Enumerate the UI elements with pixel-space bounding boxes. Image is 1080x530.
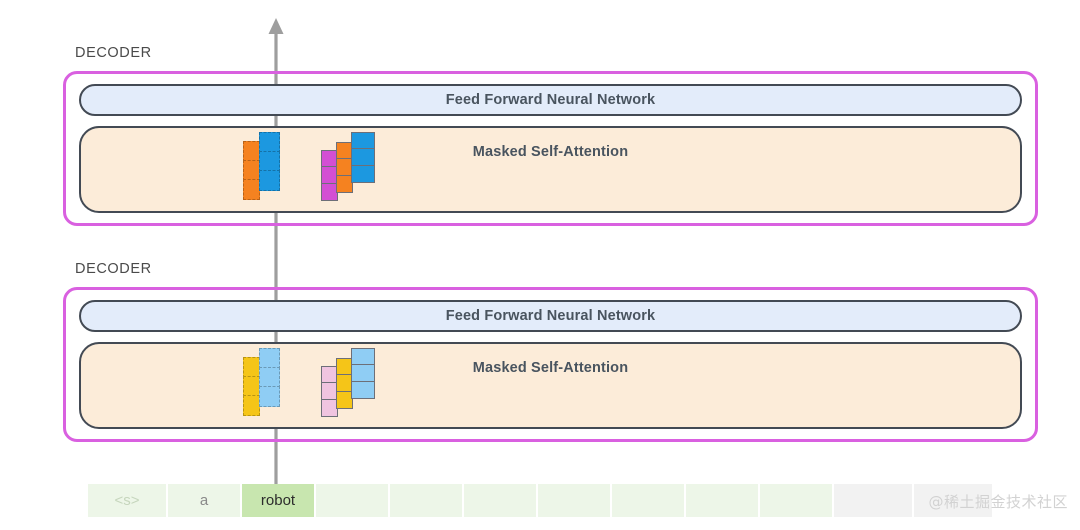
feed-forward-neural-network-2[interactable]: Feed Forward Neural Network bbox=[79, 300, 1022, 332]
blue-vector bbox=[259, 132, 280, 194]
orange-vector-segment bbox=[243, 179, 260, 200]
blue-vector-segment bbox=[351, 148, 375, 167]
token-cell-empty-10[interactable] bbox=[834, 484, 912, 517]
decoder-caption-1: DECODER bbox=[75, 45, 152, 61]
feed-forward-neural-network-1[interactable]: Feed Forward Neural Network bbox=[79, 84, 1022, 116]
light-blue-vector-segment bbox=[351, 380, 375, 399]
token-cell-empty-6[interactable] bbox=[538, 484, 610, 517]
token-cell-empty-3[interactable] bbox=[316, 484, 388, 517]
token-cell-empty-5[interactable] bbox=[464, 484, 536, 517]
attention-label-2: Masked Self-Attention bbox=[472, 360, 629, 376]
token-cell-empty-9[interactable] bbox=[760, 484, 832, 517]
masked-self-attention-1[interactable]: Masked Self-Attention bbox=[79, 126, 1022, 213]
decoder-caption-2: DECODER bbox=[75, 261, 152, 277]
light-blue-vector bbox=[351, 348, 375, 402]
decoder-block-2: DECODER Feed Forward Neural Network Mask… bbox=[63, 260, 1038, 442]
ffnn-label-2: Feed Forward Neural Network bbox=[445, 308, 656, 324]
blue-vector-segment bbox=[259, 151, 280, 172]
yellow-vector-segment bbox=[243, 357, 260, 378]
decoder-block-1: DECODER Feed Forward Neural Network Mask… bbox=[63, 44, 1038, 226]
token-cell-empty-7[interactable] bbox=[612, 484, 684, 517]
light-blue-vector-segment bbox=[351, 364, 375, 383]
yellow-vector-segment bbox=[243, 376, 260, 397]
token-cell-s[interactable]: <s> bbox=[88, 484, 166, 517]
attention-label-1: Masked Self-Attention bbox=[472, 144, 629, 160]
decoder-outline-2: Feed Forward Neural Network Masked Self-… bbox=[63, 287, 1038, 442]
blue-vector-segment bbox=[259, 132, 280, 153]
token-cell-robot[interactable]: robot bbox=[242, 484, 314, 517]
watermark: @稀土掘金技术社区 bbox=[928, 493, 1068, 511]
masked-self-attention-2[interactable]: Masked Self-Attention bbox=[79, 342, 1022, 429]
ffnn-label-1: Feed Forward Neural Network bbox=[445, 92, 656, 108]
yellow-vector-segment bbox=[336, 390, 353, 409]
token-cell-empty-11[interactable] bbox=[914, 484, 992, 517]
blue-vector bbox=[351, 132, 375, 186]
decoder-outline-1: Feed Forward Neural Network Masked Self-… bbox=[63, 71, 1038, 226]
light-blue-vector bbox=[259, 348, 280, 410]
light-blue-vector-segment bbox=[259, 348, 280, 369]
blue-vector-segment bbox=[351, 132, 375, 150]
orange-vector bbox=[243, 141, 260, 203]
blue-vector-segment bbox=[259, 170, 280, 191]
orange-vector-segment bbox=[243, 160, 260, 181]
token-cell-a[interactable]: a bbox=[168, 484, 240, 517]
magenta-vector bbox=[321, 150, 338, 204]
blue-vector-segment bbox=[351, 164, 375, 183]
light-blue-vector-segment bbox=[259, 367, 280, 388]
light-blue-vector-segment bbox=[351, 348, 375, 366]
token-cell-empty-4[interactable] bbox=[390, 484, 462, 517]
light-blue-vector-segment bbox=[259, 386, 280, 407]
orange-vector bbox=[336, 142, 353, 196]
yellow-vector bbox=[243, 357, 260, 419]
yellow-vector-segment bbox=[243, 395, 260, 416]
orange-vector-segment bbox=[243, 141, 260, 162]
token-cell-empty-8[interactable] bbox=[686, 484, 758, 517]
orange-vector-segment bbox=[336, 174, 353, 193]
